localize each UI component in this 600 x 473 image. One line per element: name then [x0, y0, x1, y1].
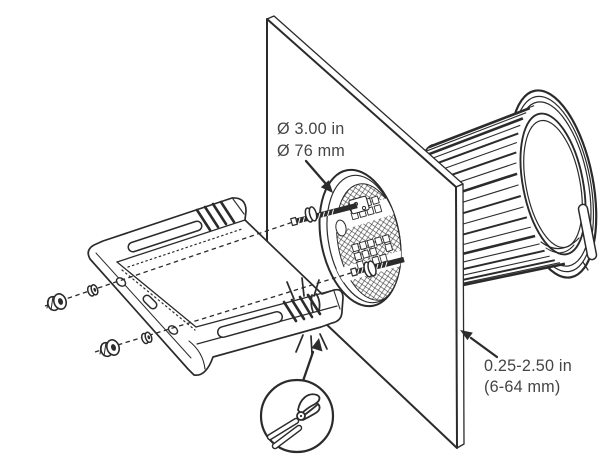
thickness-arrow-head [460, 330, 473, 341]
thickness-dimension-label: 0.25-2.50 in (6-64 mm) [460, 330, 572, 396]
hole-dimension-label: Ø 3.00 in Ø 76 mm [277, 120, 345, 193]
upper-arm-score-lines [195, 200, 236, 232]
base-notch [142, 294, 158, 310]
clamp-screw-2 [361, 205, 367, 211]
callout-arrow-head [311, 338, 323, 352]
heatsink-fin [446, 255, 550, 280]
hole-dimension-arrow-shaft [304, 159, 328, 186]
threaded-stud-upper [290, 202, 358, 227]
washer-lower [140, 331, 153, 345]
washer-upper [86, 284, 99, 297]
threaded-stud-lower [350, 256, 405, 278]
upper-arm-inner-edge [116, 219, 246, 263]
stud-tip-lower [350, 267, 358, 277]
heatsink-fin [428, 107, 531, 149]
pliers-icon [266, 393, 321, 450]
crush-line-left [310, 294, 314, 313]
panel-thickness-inches: 0.25-2.50 in [484, 357, 572, 375]
snap-marks [286, 277, 328, 355]
bezel-shade-arc-2 [545, 244, 575, 254]
bezel-shade-arc-1 [540, 237, 580, 250]
flange-nut-upper [46, 293, 68, 312]
cable-gland [335, 219, 347, 237]
lower-arm-score-lines [282, 293, 322, 323]
upper-arm-slot [127, 220, 203, 253]
bolt-axis-line-upper [44, 221, 294, 307]
hole-diameter-inches: Ø 3.00 in [277, 120, 345, 138]
flange-nut-lower [99, 339, 121, 358]
base-fold-dotted-line [121, 269, 196, 331]
upper-arm-tip-face [232, 198, 245, 215]
heatsink-fin [458, 262, 566, 288]
hole-diameter-mm: Ø 76 mm [277, 142, 345, 160]
base-corner-bevel [188, 340, 206, 370]
panel-thickness-mm: (6-64 mm) [484, 378, 560, 396]
heatsink-fin [421, 124, 521, 163]
heatsink-fin [425, 112, 527, 152]
web-fold-dotted-line [127, 228, 243, 268]
base-inner-edge [116, 261, 197, 328]
cut-callout [259, 338, 335, 454]
thickness-arrow-shaft [469, 336, 499, 359]
bezel-front-ring-outer [519, 112, 587, 256]
heatsink-fin [431, 105, 535, 146]
hole-dimension-arrow-head [320, 180, 333, 193]
lower-arm-tip-face [333, 290, 341, 310]
callout-arrow-shaft [301, 350, 315, 383]
base-outer-bevel [95, 252, 192, 359]
bolt-axis-line-lower [94, 271, 355, 353]
heatsink-fin [450, 259, 556, 284]
heatsink-fin [455, 262, 561, 286]
bezel-clip-hook [582, 261, 589, 271]
crush-line-right [315, 293, 321, 313]
lower-arm-slot [217, 311, 283, 338]
bezel-clip-tab [577, 203, 598, 261]
terminal-grid-lower [351, 234, 394, 270]
heatsink-fin [422, 117, 524, 158]
stud-tip-upper [290, 216, 298, 227]
